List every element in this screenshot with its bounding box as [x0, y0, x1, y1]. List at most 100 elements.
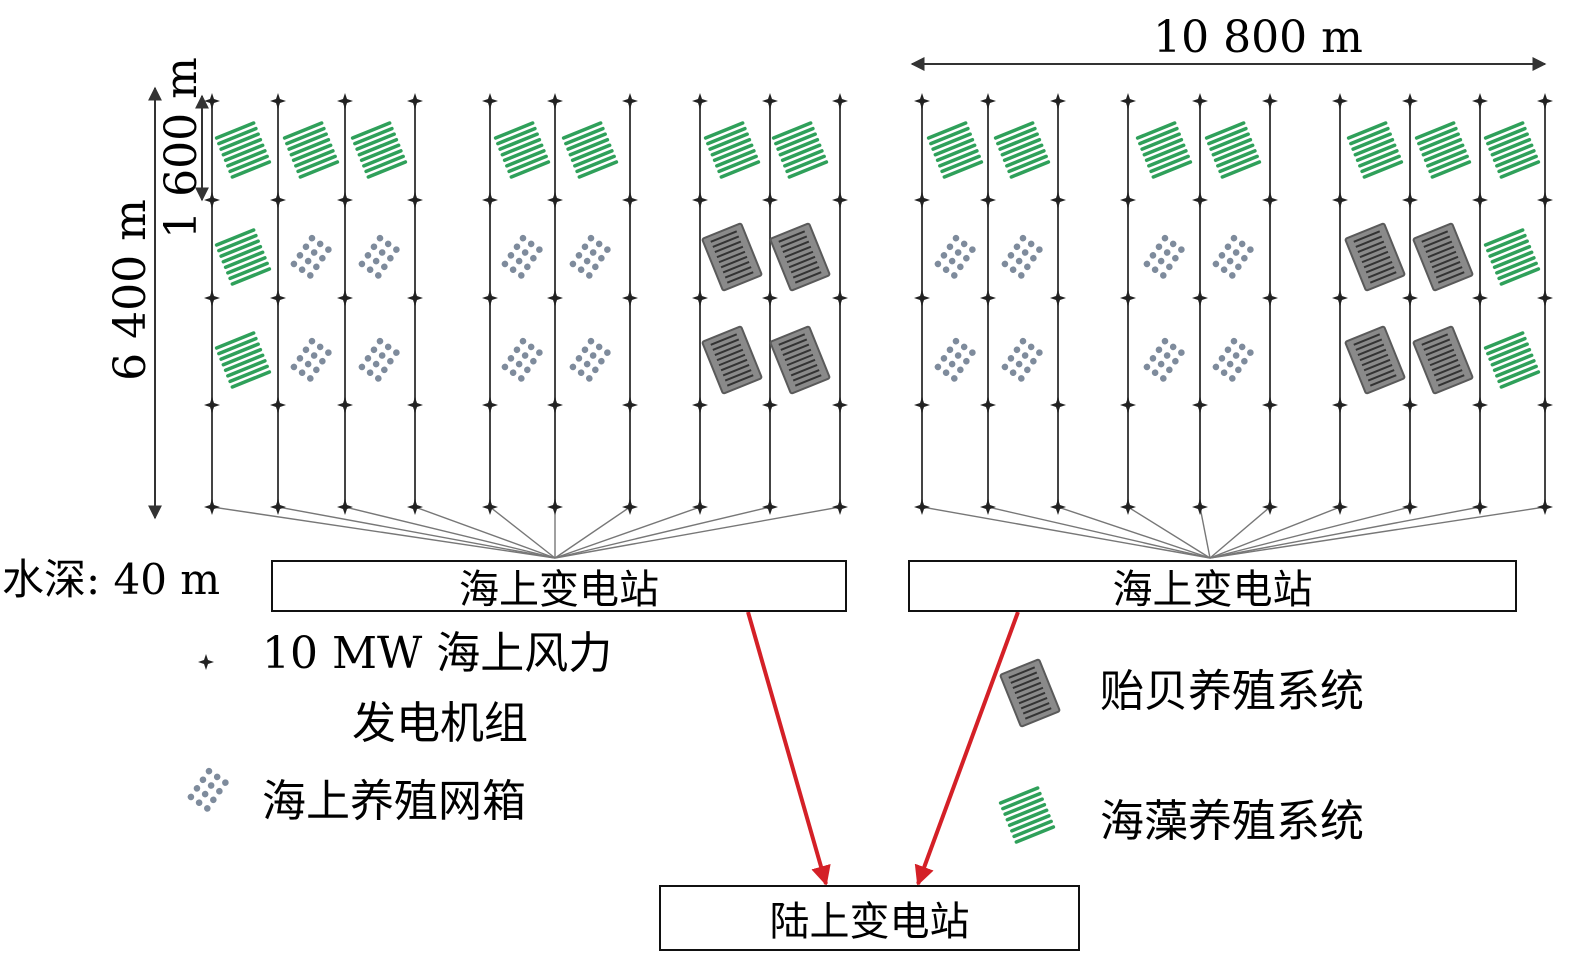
turbine-icon [622, 93, 638, 109]
turbine-icon [762, 290, 778, 306]
turbine-icon [1192, 192, 1208, 208]
cage-unit [1143, 234, 1185, 279]
turbine-icon [198, 654, 214, 670]
legend: 10 MW 海上风力 发电机组 海上养殖网箱 贻贝养殖系统 海藻养殖系统 [187, 628, 1364, 847]
turbine-icon [832, 499, 848, 515]
turbine-icon [407, 290, 423, 306]
turbine-icon [1472, 397, 1488, 413]
turbine-icon [1262, 93, 1278, 109]
export-cable [554, 506, 701, 559]
seaweed-unit [214, 228, 272, 286]
turbine-icon [270, 192, 286, 208]
turbine-icon [622, 192, 638, 208]
turbine-icon [914, 397, 930, 413]
height-label: 6 400 m [105, 199, 156, 381]
export-cable [1209, 506, 1271, 559]
mussel-unit [769, 325, 831, 395]
export-cable [554, 506, 841, 559]
mussel-icon [999, 658, 1061, 728]
seaweed-unit [1204, 121, 1262, 179]
turbine-icon [407, 499, 423, 515]
turbine-icon [270, 499, 286, 515]
turbine-icon [1192, 397, 1208, 413]
cage-unit [501, 337, 543, 382]
turbine-icon [832, 290, 848, 306]
turbine-icon [692, 192, 708, 208]
turbine-icon [1120, 397, 1136, 413]
turbine-icon [1120, 499, 1136, 515]
export-cable [211, 506, 556, 559]
cage-unit [1143, 337, 1185, 382]
mussel-unit [1412, 325, 1474, 395]
turbine-icon [1402, 192, 1418, 208]
turbine-icon [547, 93, 563, 109]
turbine-icon [1332, 192, 1348, 208]
turbine-icon [1262, 192, 1278, 208]
export-cable [1209, 506, 1411, 559]
turbine-icon [692, 93, 708, 109]
mussel-unit [1344, 325, 1406, 395]
turbine-icon [1537, 397, 1553, 413]
turbine-icon [337, 290, 353, 306]
turbine-icon [914, 290, 930, 306]
turbine-icon [270, 93, 286, 109]
turbine-icon [914, 192, 930, 208]
turbine-icon [692, 499, 708, 515]
turbine-icon [1050, 290, 1066, 306]
turbine-icon [482, 93, 498, 109]
seaweed-icon [998, 786, 1056, 844]
turbine-icon [1050, 499, 1066, 515]
turbine-icon [622, 290, 638, 306]
turbine-icon [1050, 397, 1066, 413]
turbine-icon [622, 397, 638, 413]
turbine-icon [914, 93, 930, 109]
seaweed-unit [993, 121, 1051, 179]
cage-unit [569, 337, 611, 382]
turbine-icon [547, 192, 563, 208]
turbine-icon [204, 397, 220, 413]
turbine-icon [547, 290, 563, 306]
turbine-icon [547, 397, 563, 413]
turbine-icon [980, 93, 996, 109]
seaweed-unit [350, 121, 408, 179]
turbine-icon [1192, 93, 1208, 109]
cage-icon [187, 767, 229, 812]
turbine-array [204, 93, 1553, 515]
turbine-icon [1537, 93, 1553, 109]
turbine-icon [1402, 397, 1418, 413]
seaweed-unit [214, 331, 272, 389]
legend-seaweed-icon [998, 786, 1056, 844]
seaweed-unit [1135, 121, 1193, 179]
legend-cage-icon [187, 767, 229, 812]
turbine-icon [762, 192, 778, 208]
turbine-icon [547, 499, 563, 515]
seaweed-unit [926, 121, 984, 179]
cage-unit [934, 337, 976, 382]
export-cable [1209, 506, 1546, 559]
mussel-unit [701, 222, 763, 292]
turbine-icon [980, 290, 996, 306]
seaweed-unit [771, 121, 829, 179]
turbine-icon [204, 290, 220, 306]
seaweed-unit [493, 121, 551, 179]
turbine-icon [482, 397, 498, 413]
cage-unit [1212, 234, 1254, 279]
turbine-icon [204, 499, 220, 515]
turbine-icon [1120, 192, 1136, 208]
turbine-icon [692, 397, 708, 413]
cage-unit [1212, 337, 1254, 382]
export-cable [1209, 506, 1341, 559]
turbine-icon [832, 192, 848, 208]
seaweed-unit [1483, 121, 1541, 179]
turbine-icon [1537, 290, 1553, 306]
mussel-unit [1344, 222, 1406, 292]
export-cable [554, 506, 631, 559]
legend-turbine-label-line2: 发电机组 [352, 698, 528, 749]
offshore-substation-left: 海上变电站 [271, 560, 847, 613]
aquaculture-units [214, 121, 1541, 395]
turbine-icon [1332, 93, 1348, 109]
cage-unit [290, 234, 332, 279]
legend-turbine-icon [198, 654, 214, 670]
